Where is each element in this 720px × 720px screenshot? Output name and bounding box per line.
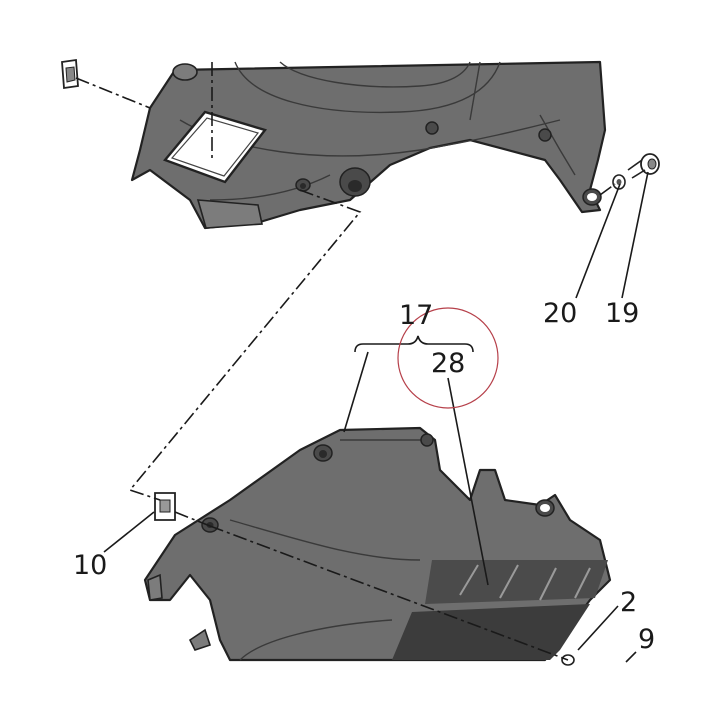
top-left-clip (61, 58, 79, 90)
clip-10 (154, 492, 176, 521)
lower-side-panel (143, 426, 612, 662)
panel-stripes (459, 564, 591, 601)
assembly-lines (75, 62, 616, 661)
upper-fairing-part (130, 60, 607, 230)
callout-19: 19 (605, 298, 639, 329)
leader-lines (103, 171, 649, 663)
callout-9: 9 (638, 624, 655, 655)
screw-19 (627, 153, 660, 179)
callout-10: 10 (73, 550, 107, 581)
callout-28: 28 (431, 348, 465, 379)
callout-17: 17 (399, 300, 433, 331)
highlight-circle-28 (397, 307, 499, 409)
washer-20 (612, 174, 626, 190)
callout-20: 20 (543, 298, 577, 329)
callout-2: 2 (620, 587, 637, 618)
lower-mount-hole-2 (420, 433, 434, 447)
